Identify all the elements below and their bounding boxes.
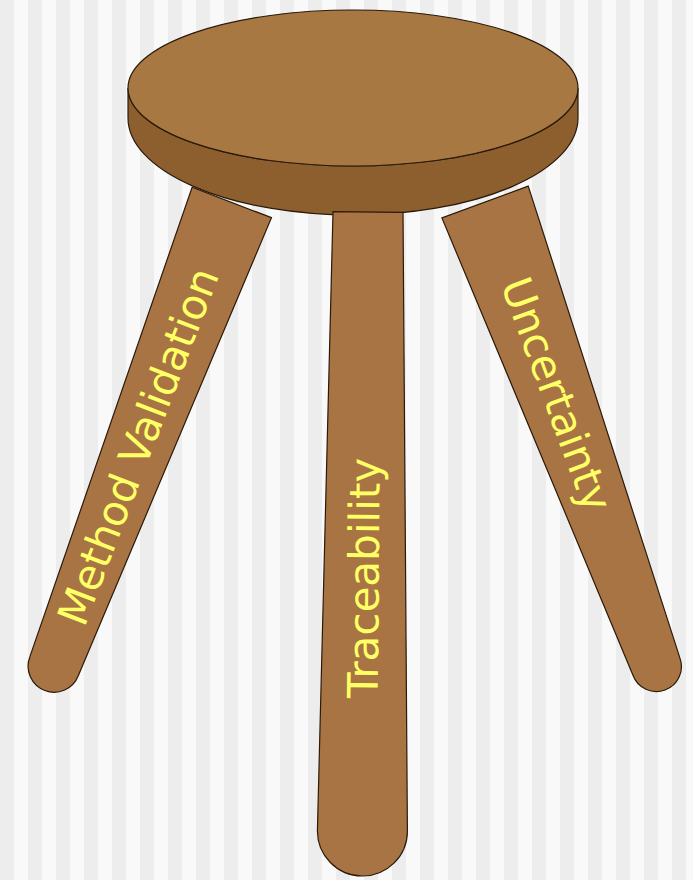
leg-outline (317, 212, 413, 877)
stool-leg: Uncertainty (442, 186, 693, 706)
leg-label: Traceability (343, 458, 387, 699)
seat-top (128, 10, 578, 166)
stool-leg: Traceability (317, 212, 413, 877)
stool-leg: Method Validation (5, 187, 271, 705)
leg-label: Method Validation (51, 262, 226, 630)
leg-outline (5, 187, 271, 705)
leg-outline (442, 186, 693, 706)
